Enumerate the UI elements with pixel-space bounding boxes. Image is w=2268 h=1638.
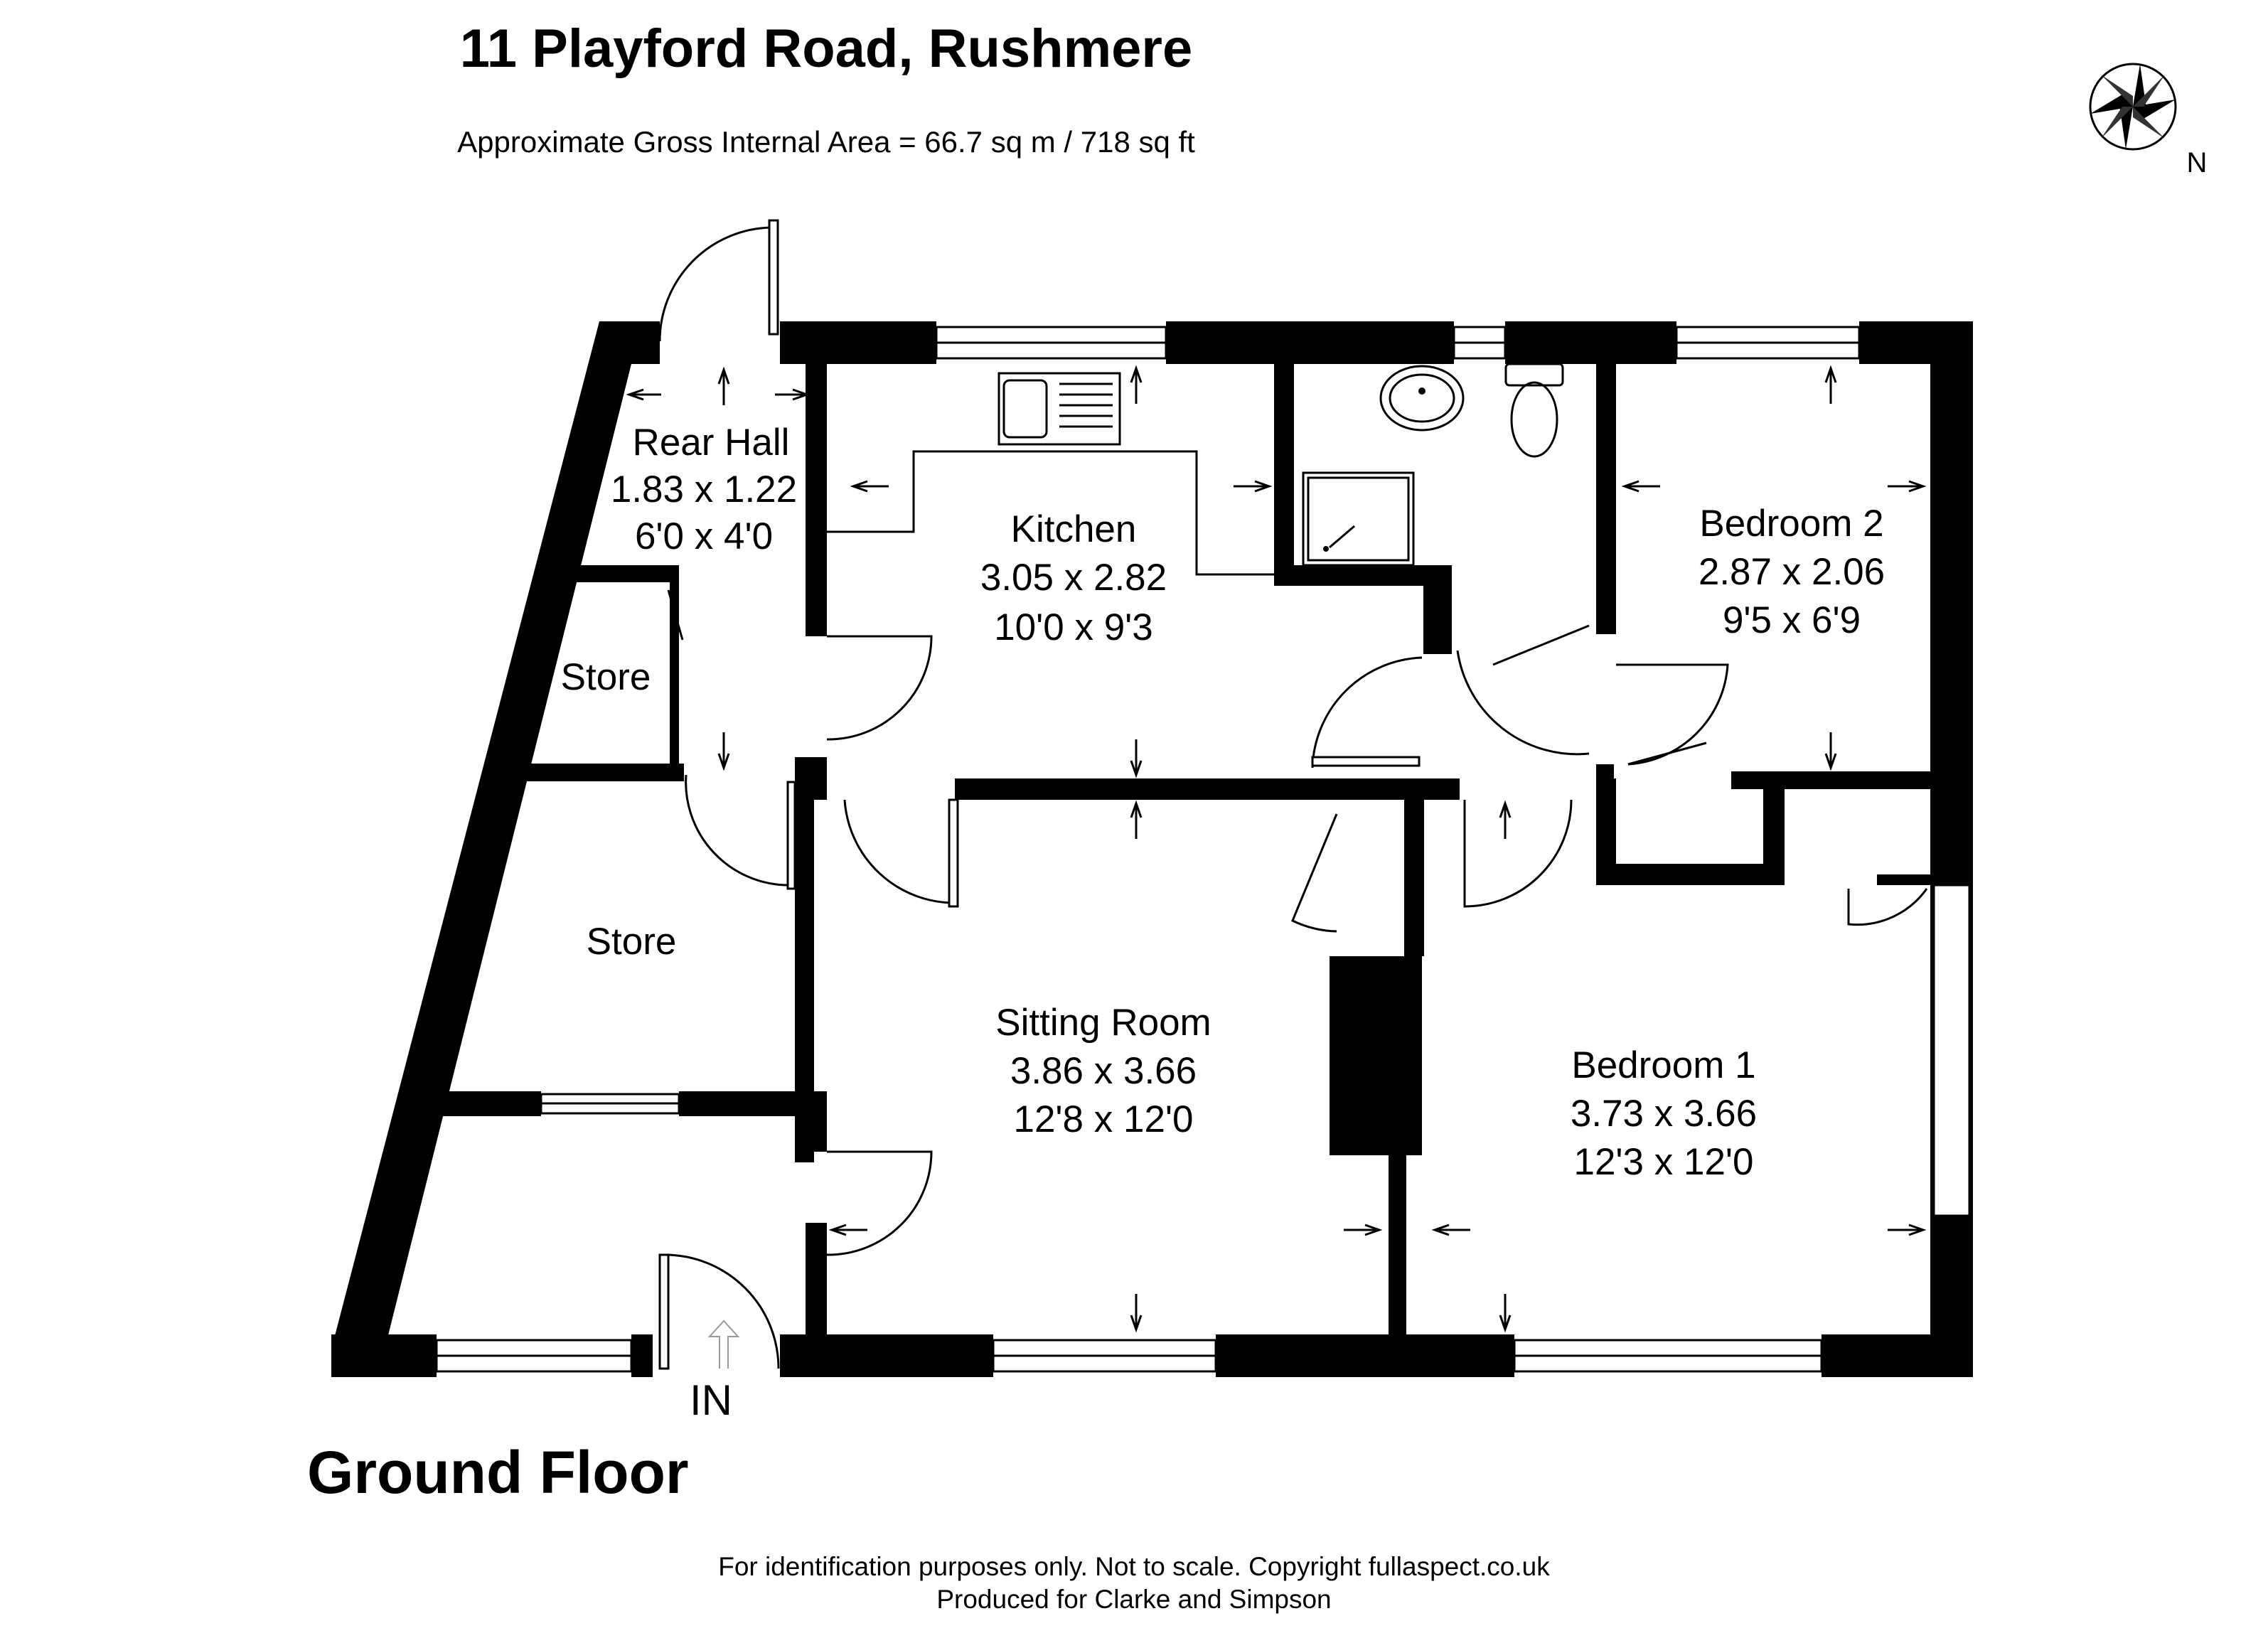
room-name: Sitting Room	[995, 1002, 1211, 1044]
room-name: Rear Hall	[633, 422, 790, 464]
shower-tray-icon	[1302, 471, 1415, 567]
compass-north-label: N	[2187, 147, 2208, 178]
worktop-outline	[827, 450, 1274, 576]
room-sitting-room: Sitting Room 3.86 x 3.66 12'8 x 12'0	[995, 1002, 1211, 1140]
room-metric: 3.73 x 3.66	[1571, 1093, 1757, 1135]
room-bedroom-1: Bedroom 1 3.73 x 3.66 12'3 x 12'0	[1571, 1044, 1757, 1183]
room-imperial: 9'5 x 6'9	[1723, 599, 1861, 641]
room-store-small: Store	[561, 656, 651, 698]
room-imperial: 10'0 x 9'3	[994, 606, 1153, 648]
entrance-arrow-icon	[707, 1320, 740, 1369]
windows	[435, 326, 1971, 1373]
room-imperial: 6'0 x 4'0	[635, 515, 773, 557]
basin-icon	[1379, 365, 1465, 432]
footer-producer: Produced for Clarke and Simpson	[936, 1585, 1331, 1614]
kitchen-sink-icon	[997, 372, 1121, 446]
doors	[658, 219, 1928, 1370]
entrance-label: IN	[690, 1376, 732, 1424]
room-name: Bedroom 1	[1571, 1044, 1755, 1086]
room-kitchen: Kitchen 3.05 x 2.82 10'0 x 9'3	[980, 508, 1167, 648]
room-bedroom-2: Bedroom 2 2.87 x 2.06 9'5 x 6'9	[1699, 503, 1885, 641]
room-store-large: Store	[587, 921, 677, 963]
room-metric: 3.05 x 2.82	[980, 557, 1167, 599]
room-rear-hall: Rear Hall 1.83 x 1.22 6'0 x 4'0	[611, 422, 797, 557]
room-name: Store	[561, 656, 651, 698]
room-imperial: 12'8 x 12'0	[1013, 1098, 1193, 1140]
toilet-icon	[1504, 363, 1564, 458]
room-metric: 2.87 x 2.06	[1699, 551, 1885, 593]
room-name: Bedroom 2	[1699, 503, 1883, 545]
plan-title: 11 Playford Road, Rushmere	[460, 18, 1193, 79]
dimension-arrows	[626, 365, 1927, 1333]
floor-name: Ground Floor	[307, 1439, 689, 1506]
room-metric: 1.83 x 1.22	[611, 469, 797, 510]
room-name: Store	[587, 921, 677, 963]
walls	[331, 321, 1973, 1377]
gross-area: Approximate Gross Internal Area = 66.7 s…	[457, 125, 1195, 159]
compass-icon	[2089, 63, 2177, 151]
room-imperial: 12'3 x 12'0	[1573, 1141, 1753, 1183]
room-metric: 3.86 x 3.66	[1010, 1050, 1197, 1092]
footer-disclaimer: For identification purposes only. Not to…	[718, 1552, 1550, 1581]
room-name: Kitchen	[1011, 508, 1137, 550]
